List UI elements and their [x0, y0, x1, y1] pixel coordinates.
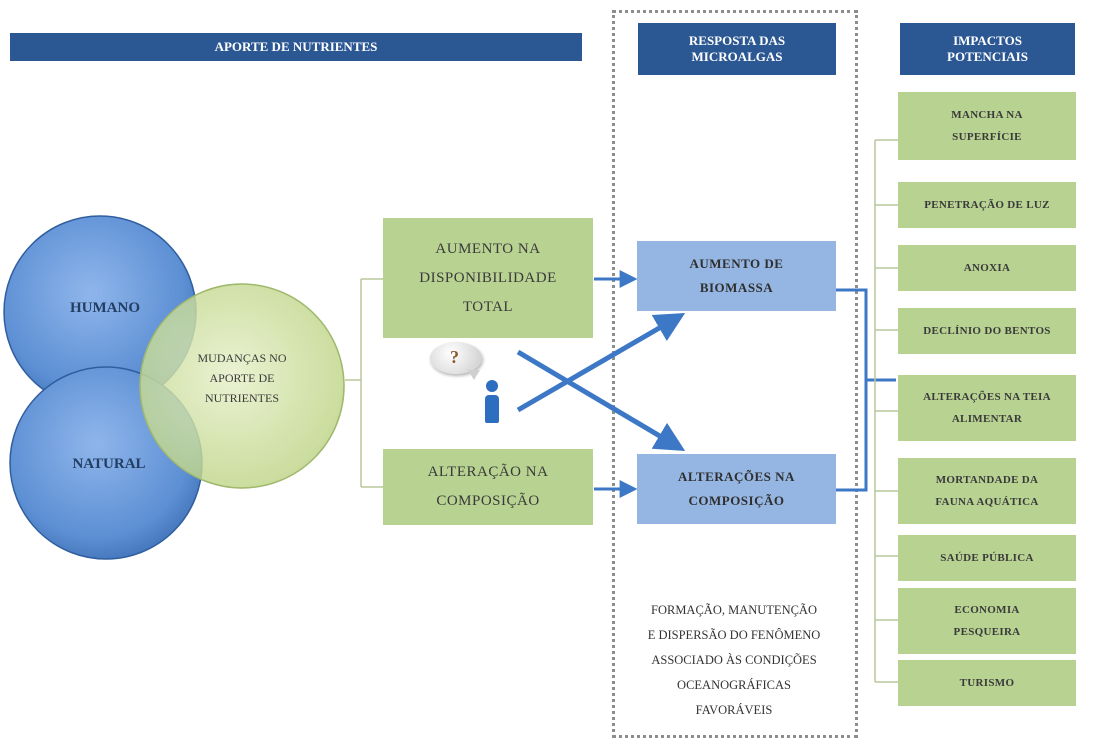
- bubble-tail: [468, 370, 480, 380]
- person-head: [486, 380, 498, 392]
- label-natural: NATURAL: [72, 456, 146, 472]
- arrow-cross-to-composicao: [516, 349, 686, 452]
- label-humano: HUMANO: [70, 300, 140, 316]
- impact-alteracoes-na-teia-alimentar: ALTERAÇÕES NA TEIA ALIMENTAR: [898, 375, 1076, 441]
- note-formacao-manutencao: FORMAÇÃO, MANUTENÇÃO E DISPERSÃO DO FENÔ…: [647, 603, 821, 717]
- label-mudancas-no-aporte: MUDANÇAS NO APORTE DE NUTRIENTES: [197, 351, 287, 405]
- impact-turismo: TURISMO: [898, 660, 1076, 706]
- box-aumento-na-disponibilidade: AUMENTO NA DISPONIBILIDADE TOTAL: [383, 218, 593, 338]
- impact-economia-pesqueira: ECONOMIA PESQUEIRA: [898, 588, 1076, 654]
- person-body: [485, 395, 499, 423]
- impact-mancha-na-superficie: MANCHA NA SUPERFÍCIE: [898, 92, 1076, 160]
- question-person-icon: ?: [420, 338, 510, 428]
- box-alteracao-na-composicao: ALTERAÇÃO NA COMPOSIÇÃO: [383, 449, 593, 525]
- speech-bubble-icon: ?: [430, 342, 482, 374]
- question-mark: ?: [450, 347, 459, 367]
- bracket-impacts: [874, 139, 898, 683]
- header-impactos-potenciais: IMPACTOS POTENCIAIS: [900, 23, 1075, 75]
- impact-saude-publica: SAÚDE PÚBLICA: [898, 535, 1076, 581]
- response-column-frame: [612, 10, 858, 738]
- connector-responses-to-impacts: [836, 288, 896, 492]
- bracket-venn-to-inputs: [345, 278, 383, 488]
- venn-diagram: [3, 215, 345, 560]
- header-aporte-de-nutrientes: APORTE DE NUTRIENTES: [10, 33, 582, 61]
- box-alteracoes-na-composicao: ALTERAÇÕES NA COMPOSIÇÃO: [637, 454, 836, 524]
- impact-declinio-do-bentos: DECLÍNIO DO BENTOS: [898, 308, 1076, 354]
- impact-penetracao-de-luz: PENETRAÇÃO DE LUZ: [898, 182, 1076, 228]
- header-resposta-das-microalgas: RESPOSTA DAS MICROALGAS: [638, 23, 836, 75]
- arrow-cross-to-biomassa: [516, 312, 686, 413]
- impact-mortandade-da-fauna-aquatica: MORTANDADE DA FAUNA AQUÁTICA: [898, 458, 1076, 524]
- circle-mudancas: [139, 283, 345, 489]
- impact-anoxia: ANOXIA: [898, 245, 1076, 291]
- box-aumento-de-biomassa: AUMENTO DE BIOMASSA: [637, 241, 836, 311]
